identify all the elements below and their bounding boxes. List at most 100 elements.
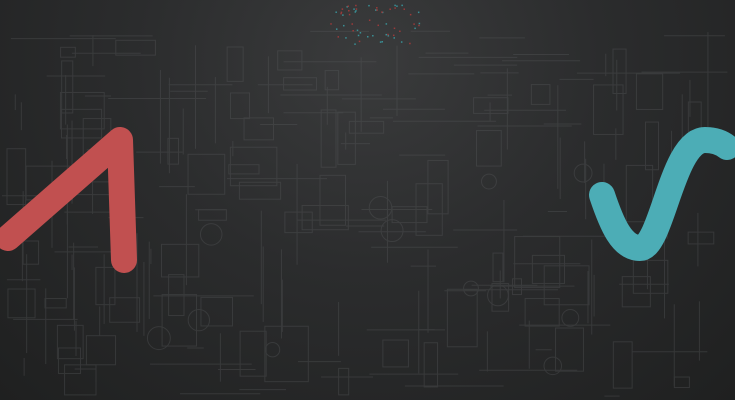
schematic-component: [338, 367, 350, 396]
particle-dot: [351, 23, 353, 25]
schematic-component: [423, 342, 439, 388]
particle-dot: [354, 11, 357, 13]
schematic-component: [382, 339, 409, 368]
schematic-component: [320, 109, 337, 168]
schematic-component: [200, 296, 234, 327]
particle-dot: [354, 43, 356, 45]
schematic-transistor: [487, 284, 509, 307]
schematic-component: [228, 164, 260, 175]
schematic-component: [612, 48, 627, 95]
particle-dot: [366, 35, 369, 38]
schematic-component: [57, 347, 82, 374]
particle-dot: [401, 4, 403, 7]
schematic-component: [635, 73, 664, 110]
schematic-component: [625, 164, 654, 223]
particle-dot: [409, 42, 411, 45]
particle-dot: [393, 27, 396, 30]
schematic-transistor: [199, 223, 223, 246]
particle-dot: [418, 24, 420, 27]
schematic-component: [115, 39, 156, 56]
particle-dot: [341, 8, 344, 10]
schematic-component: [324, 70, 340, 91]
schematic-component: [492, 252, 504, 283]
particle-dot: [376, 9, 378, 11]
schematic-component: [56, 324, 84, 360]
particle-dot: [379, 41, 382, 43]
particle-dot: [337, 36, 340, 38]
particle-dot: [372, 34, 374, 37]
particle-dot: [417, 11, 420, 14]
particle-dot: [342, 14, 344, 16]
schematic-transistor: [543, 356, 563, 376]
schematic-component: [7, 288, 36, 319]
particle-dot: [396, 5, 398, 7]
particle-dot: [368, 4, 370, 7]
schematic-transistor: [264, 342, 281, 358]
schematic-component: [348, 120, 385, 134]
sawtooth-wave-shape: [0, 127, 137, 273]
particle-dot: [343, 24, 345, 27]
schematic-component: [22, 240, 40, 265]
schematic-component: [415, 183, 443, 236]
particle-dot: [356, 29, 359, 32]
schematic-component: [514, 236, 561, 289]
schematic-component: [61, 60, 74, 114]
schematic-component: [473, 97, 509, 114]
schematic-component: [687, 231, 715, 245]
schematic-component: [95, 266, 116, 306]
schematic-transistor: [368, 195, 393, 220]
schematic-component: [645, 121, 660, 171]
particle-dot: [409, 13, 412, 16]
schematic-component: [612, 341, 633, 389]
schematic-component: [264, 325, 309, 383]
schematic-component: [167, 137, 179, 165]
particle-dot: [335, 28, 338, 30]
schematic-component: [319, 174, 347, 226]
schematic-component: [239, 330, 267, 377]
schematic-component: [446, 288, 478, 348]
particle-dot: [413, 23, 415, 25]
particle-dot: [377, 24, 379, 27]
particle-dot: [353, 8, 355, 10]
schematic-transistor: [573, 163, 593, 183]
schematic-component: [531, 254, 565, 284]
schematic-component: [301, 204, 349, 231]
particle-dot: [355, 4, 357, 7]
schematic-component: [524, 298, 560, 327]
particle-dot: [403, 8, 405, 10]
particle-dot: [381, 41, 384, 43]
particle-dot: [389, 8, 391, 10]
schematic-transistor: [187, 308, 211, 332]
particle-dot: [394, 7, 396, 9]
particle-dot: [394, 4, 396, 7]
particle-dot: [393, 37, 395, 39]
schematic-component: [543, 265, 590, 306]
schematic-component: [229, 92, 251, 120]
particle-dot: [335, 11, 337, 13]
particle-dot: [355, 8, 358, 10]
schematic-transistor: [561, 308, 580, 327]
particle-dot: [352, 29, 354, 32]
schematic-component: [593, 84, 624, 135]
schematic-component: [198, 209, 227, 221]
particle-dot: [348, 9, 350, 12]
schematic-transistor: [380, 219, 404, 243]
schematic-component: [632, 259, 669, 294]
schematic-component: [284, 211, 313, 234]
schematic-component: [427, 159, 449, 215]
schematic-transistor: [481, 173, 497, 190]
schematic-component: [161, 294, 198, 347]
particle-dot: [347, 5, 349, 8]
schematic-component: [226, 46, 244, 82]
particle-dots: [330, 4, 421, 45]
schematic-component: [6, 148, 27, 206]
schematic-component: [491, 283, 510, 312]
schematic-component: [238, 181, 282, 200]
particle-dot: [418, 22, 421, 25]
particle-dot: [368, 19, 371, 22]
schematic-component: [283, 77, 318, 91]
particle-dot: [387, 35, 390, 37]
schematic-component: [168, 274, 185, 317]
schematic-component: [337, 111, 356, 165]
